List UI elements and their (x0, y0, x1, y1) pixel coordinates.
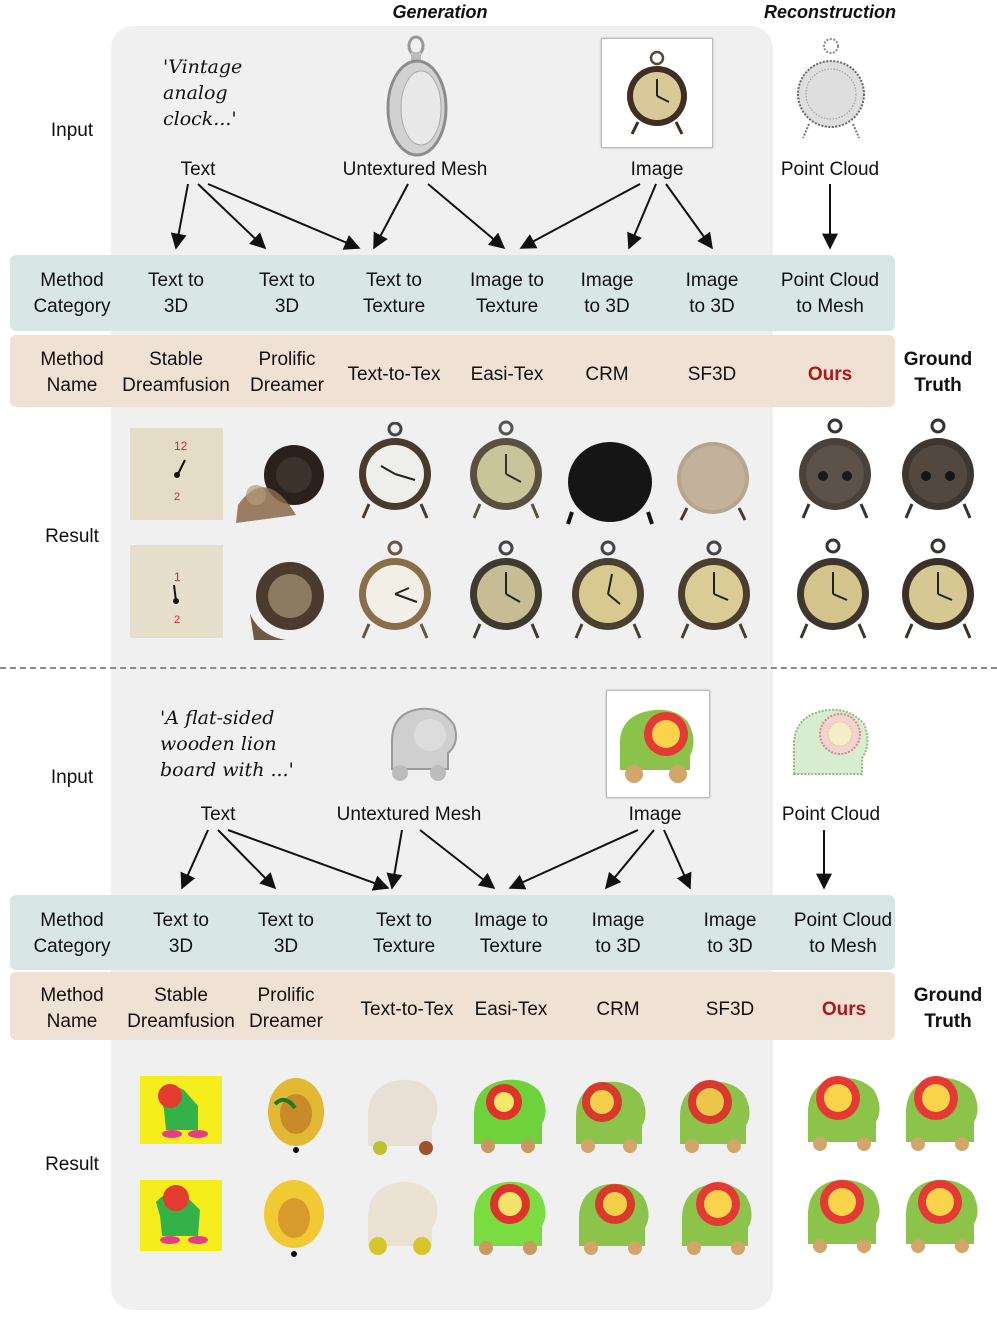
input-clock-image (627, 50, 687, 135)
untextured-clock-mesh (386, 35, 448, 157)
row-label-input-2: Input (50, 767, 94, 788)
input-text-label-2: Text (200, 804, 236, 825)
row-label-result: Result (45, 526, 99, 547)
row-label-input: Input (50, 120, 94, 141)
input-text-label: Text (180, 159, 216, 180)
reconstruction-title: Reconstruction (763, 2, 896, 22)
row-label-method-category: Method Category (33, 270, 111, 317)
input-pointcloud-label: Point Cloud (780, 159, 880, 180)
result-ground-truth-lion-2 (906, 1179, 978, 1253)
name-ours-2: Ours (821, 999, 867, 1020)
name-crm: CRM (585, 364, 629, 385)
result-sf3d-clock-1 (677, 442, 749, 521)
name-crm-2: CRM (596, 999, 640, 1020)
generation-title: Generation (392, 2, 488, 22)
section-divider (0, 667, 997, 669)
result-ours-lion-2 (808, 1179, 880, 1253)
result-ground-truth-clock-1 (902, 418, 974, 519)
result-ours-lion-1 (808, 1076, 880, 1151)
result-stable-dreamfusion-lion-2 (140, 1180, 222, 1251)
result-prolific-dreamer-clock-2 (250, 562, 324, 640)
row-label-method-category-2: Method Category (33, 910, 111, 957)
method-name-band-2 (10, 972, 895, 1040)
name-easi-tex-2: Easi-Tex (474, 999, 548, 1020)
result-sf3d-lion-2 (682, 1182, 752, 1255)
row-label-method-name: Method Name (40, 349, 104, 396)
result-ours-clock-1 (799, 418, 871, 519)
row-label-result-2: Result (45, 1154, 99, 1175)
result-easi-tex-clock-1 (470, 420, 542, 519)
input-lion-image (620, 709, 694, 783)
result-ours-clock-2 (797, 538, 869, 639)
result-stable-dreamfusion-clock-2: 1 2 (130, 545, 223, 638)
result-easi-tex-lion-1 (474, 1079, 546, 1153)
svg-text:2: 2 (174, 614, 180, 626)
point-cloud-lion (793, 708, 869, 775)
method-name-band (10, 335, 895, 407)
result-prolific-dreamer-clock-1 (236, 445, 324, 523)
result-easi-tex-clock-2 (470, 540, 542, 639)
input-image-label-2: Image (628, 804, 682, 825)
result-ground-truth-lion-1 (906, 1076, 978, 1151)
result-text-to-tex-lion-1 (368, 1079, 438, 1155)
result-text-to-tex-clock-1 (359, 422, 431, 519)
svg-text:2: 2 (174, 491, 180, 503)
result-prolific-dreamer-lion-2 (264, 1180, 324, 1257)
input-mesh-label-2: Untextured Mesh (336, 804, 482, 825)
name-ours: Ours (807, 364, 853, 385)
result-sf3d-lion-1 (680, 1080, 750, 1153)
svg-text:1: 1 (174, 570, 181, 584)
name-sf3d-2: SF3D (705, 999, 755, 1020)
row-label-method-name-2: Method Name (40, 985, 104, 1032)
point-cloud-clock (797, 38, 865, 139)
input-image-label: Image (630, 159, 684, 180)
input-mesh-label: Untextured Mesh (342, 159, 488, 180)
text-prompt-2: 'A flat-sided wooden lion board with ...… (160, 707, 294, 781)
result-sf3d-clock-2 (678, 540, 750, 639)
result-prolific-dreamer-lion-1 (268, 1078, 324, 1153)
svg-text:12: 12 (174, 439, 188, 453)
method-category-band-2 (10, 895, 895, 970)
text-prompt-1: 'Vintage analog clock...' (163, 56, 243, 130)
result-stable-dreamfusion-lion-1 (140, 1076, 222, 1144)
result-stable-dreamfusion-clock-1: 12 2 (130, 428, 223, 520)
method-category-band (10, 255, 895, 331)
name-easi-tex: Easi-Tex (470, 364, 544, 385)
result-text-to-tex-lion-2 (368, 1181, 438, 1255)
name-sf3d: SF3D (687, 364, 737, 385)
result-easi-tex-lion-2 (474, 1181, 546, 1255)
result-crm-lion-1 (576, 1081, 646, 1153)
input-pointcloud-label-2: Point Cloud (781, 804, 881, 825)
name-text-to-tex: Text-to-Tex (347, 364, 441, 385)
result-text-to-tex-clock-2 (359, 540, 431, 639)
result-crm-clock-2 (572, 540, 644, 639)
untextured-lion-mesh (391, 707, 457, 781)
result-ground-truth-clock-2 (902, 538, 974, 639)
name-text-to-tex-2: Text-to-Tex (360, 999, 454, 1020)
result-crm-clock-1 (566, 442, 654, 525)
result-crm-lion-2 (579, 1183, 649, 1255)
